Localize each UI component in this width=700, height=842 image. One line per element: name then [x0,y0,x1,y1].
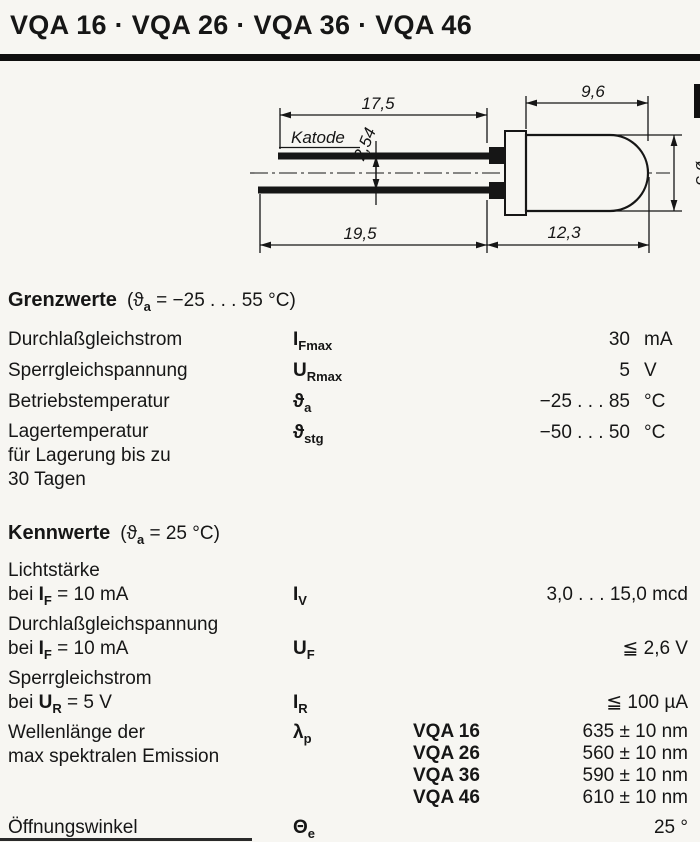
katode-label: Katode [291,128,345,147]
variant-value: 590 ± 10 nm [582,765,689,786]
kennwerte-table: Lichtstärke bei IF = 10 mA IV 3,0 . . . … [8,559,688,841]
param-value: ≦ 100 µA [606,692,688,713]
param-name: Sperrgleichspannung [8,360,188,381]
table-row: Öffnungswinkel Θe 25 ° [8,815,688,841]
header: VQA 16 · VQA 26 · VQA 36 · VQA 46 [0,10,700,61]
param-symbol: IV [293,584,307,608]
led-body [524,133,650,213]
section-title: Kennwerte [8,522,111,544]
param-name: Betriebstemperatur [8,391,170,412]
cathode-lead [278,152,490,160]
variant-names [413,815,508,841]
param-value: −25 . . . 85 [539,391,630,412]
variant-value: 610 ± 10 nm [582,787,689,808]
param-name: Wellenlänge der max spektralen Emission [8,722,220,767]
param-symbol: λp [293,722,312,746]
param-name: Öffnungswinkel [8,817,138,838]
section-title: Grenzwerte [8,289,117,311]
table-row: Durchlaßgleichstrom IFmax 30 mA [8,327,688,353]
variant-value: 635 ± 10 nm [582,721,689,742]
dim-body-label: 9,6 [581,82,605,101]
param-symbol: UF [293,638,315,662]
cathode-lead-tab [489,147,506,164]
param-unit: mA [644,329,673,350]
variant-name: VQA 26 [413,743,480,764]
param-unit: °C [644,422,666,443]
table-row: Lichtstärke bei IF = 10 mA IV 3,0 . . . … [8,559,688,607]
variant-name: VQA 46 [413,787,480,808]
param-symbol: ϑstg [293,422,324,446]
param-name: Lagertemperatur für Lagerung bis zu 30 T… [8,421,171,490]
anode-lead-tab [489,182,506,199]
param-symbol: IR [293,692,308,716]
table-row: Lagertemperatur für Lagerung bis zu 30 T… [8,420,688,492]
param-value: −50 . . . 50 [539,422,630,443]
variant-name: VQA 16 [413,721,480,742]
led-dimension-drawing: 17,5 Katode 9,6 2,54 ø 5 19,5 [250,82,700,253]
table-row: Betriebstemperatur ϑa −25 . . . 85 °C [8,389,688,415]
scan-artifact [0,838,252,841]
param-unit: °C [644,391,666,412]
param-name: Lichtstärke bei IF = 10 mA [8,560,129,608]
param-value: 5 [619,360,630,381]
param-value: 3,0 . . . 15,0 mcd [546,584,688,605]
variant-names: VQA 16 VQA 26 VQA 36 VQA 46 [413,721,508,809]
param-value: 30 [608,329,630,350]
variant-names [413,613,508,661]
grenzwerte-section: Grenzwerte (ϑa = −25 . . . 55 °C) Durchla… [8,287,688,492]
title-rule [0,54,700,61]
param-symbol: URmax [293,360,343,384]
param-value: 25 ° [653,817,688,838]
grenzwerte-table: Durchlaßgleichstrom IFmax 30 mA Sperrgle… [8,327,688,492]
section-condition: (ϑa = −25 . . . 55 °C) [126,290,296,314]
variant-names [413,559,508,607]
param-symbol: IFmax [293,329,333,353]
param-unit: V [644,360,657,381]
led-flange [504,130,527,216]
grenzwerte-heading: Grenzwerte (ϑa = −25 . . . 55 °C) [8,287,688,314]
table-row: Durchlaßgleichspannung bei IF = 10 mA UF… [8,613,688,661]
scan-artifact [694,84,700,118]
param-symbol: ϑa [293,391,312,415]
table-row: Sperrgleichstrom bei UR = 5 V IR ≦ 100 µ… [8,667,688,715]
param-name: Durchlaßgleichspannung bei IF = 10 mA [8,614,219,662]
dim-diameter-label: ø 5 [692,161,700,186]
dim-top-lead-label: 17,5 [361,94,395,113]
kennwerte-heading: Kennwerte (ϑa = 25 °C) [8,520,688,547]
variant-name: VQA 36 [413,765,480,786]
param-name: Sperrgleichstrom bei UR = 5 V [8,668,152,716]
table-row: Sperrgleichspannung URmax 5 V [8,358,688,384]
param-value: ≦ 2,6 V [622,638,688,659]
drawing-section: 17,5 Katode 9,6 2,54 ø 5 19,5 [8,77,700,267]
param-name: Durchlaßgleichstrom [8,329,183,350]
variant-values: 635 ± 10 nm 560 ± 10 nm 590 ± 10 nm 610 … [508,721,689,809]
table-row: Wellenlänge der max spektralen Emission … [8,721,688,809]
variant-names [413,667,508,715]
dim-bottom-lead-label: 19,5 [343,224,377,243]
param-symbol: Θe [293,817,316,841]
variant-value: 560 ± 10 nm [582,743,689,764]
kennwerte-section: Kennwerte (ϑa = 25 °C) Lichtstärke bei IF… [8,520,688,841]
page-title: VQA 16 · VQA 26 · VQA 36 · VQA 46 [10,10,473,40]
dim-package-label: 12,3 [547,223,581,242]
anode-lead [258,186,490,194]
section-condition: (ϑa = 25 °C) [120,523,220,547]
